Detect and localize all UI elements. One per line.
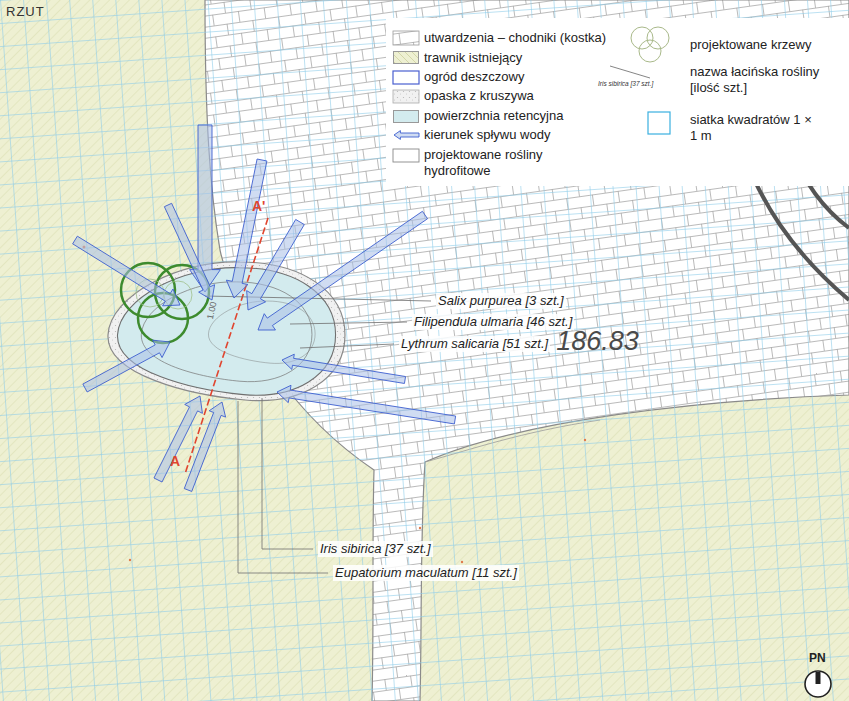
section-mark: A'	[252, 197, 265, 215]
north-label: PN	[809, 651, 826, 666]
plant-label: Eupatorium maculatum [11 szt.]	[333, 565, 519, 581]
legend-text: projektowane rośliny hydrofitowe	[424, 147, 574, 179]
flow-arrows	[73, 125, 456, 491]
section-mark: A	[170, 452, 180, 470]
north-arrow	[805, 671, 831, 697]
legend-text: kierunek spływu wody	[424, 127, 550, 143]
flow-arrow	[83, 340, 170, 392]
plant-label: Salix purpurea [3 szt.]	[436, 293, 566, 309]
flow-arrow	[258, 211, 428, 330]
plant-label: Filipendula ulmaria [46 szt.]	[412, 314, 574, 330]
legend-text: nazwa łacińska rośliny [ilość szt.]	[690, 64, 840, 96]
legend-swatch	[393, 110, 419, 123]
leader-lines	[205, 296, 431, 573]
flow-arrow	[73, 236, 180, 306]
flow-arrow	[226, 159, 266, 298]
legend-sample-name: Iris sibirica [37 szt.]	[598, 80, 653, 88]
legend-samples	[393, 27, 670, 162]
section-line	[185, 218, 268, 474]
legend-text: opaska z kruszywa	[424, 88, 534, 104]
flow-arrow	[184, 402, 225, 491]
flow-arrow	[282, 354, 406, 383]
legend-swatch	[393, 51, 419, 64]
plant-label: Lythrum salicaria [51 szt.]	[399, 336, 550, 352]
legend-text: utwardzenia – chodniki (kostka)	[424, 30, 606, 46]
flow-arrow	[164, 203, 214, 300]
legend-text: ogród deszczowy	[424, 69, 524, 85]
flow-arrow	[394, 131, 419, 140]
legend-text: trawnik istniejący	[424, 50, 522, 66]
legend-text: powierzchnia retencyjna	[424, 108, 563, 124]
legend-text: siatka kwadratów 1 × 1 m	[690, 112, 820, 144]
plan-title: RZUT	[6, 4, 45, 20]
plant-label: Iris sibirica [37 szt.]	[318, 541, 433, 557]
flow-arrow	[247, 219, 305, 310]
elevation-value: 186.83	[556, 326, 639, 356]
legend-ground	[386, 18, 849, 186]
legend-text: projektowane krzewy	[690, 37, 811, 53]
flow-arrow	[277, 385, 456, 424]
